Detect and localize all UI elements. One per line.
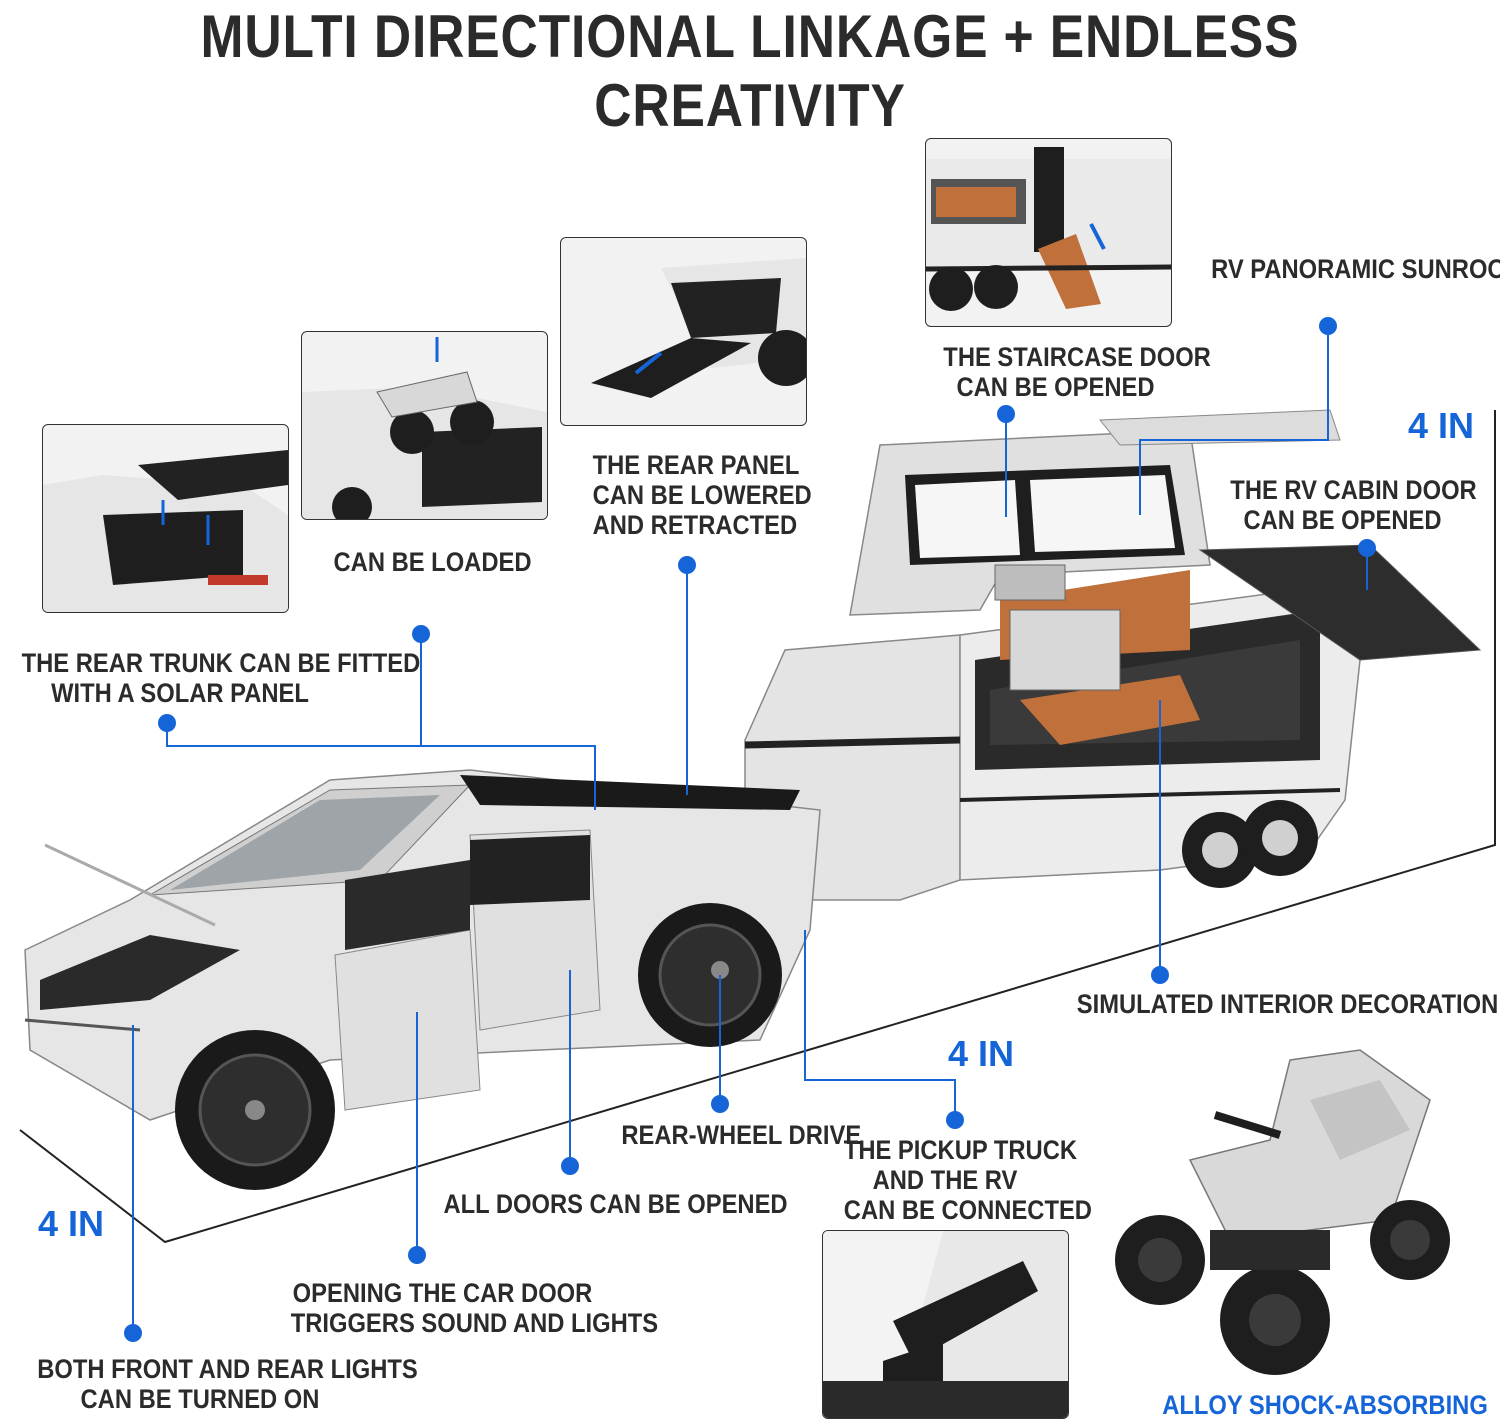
solar-panel-photo — [43, 450, 288, 612]
inset-staircase — [925, 138, 1172, 327]
dimension-length: 4 IN — [38, 1203, 105, 1244]
rear-panel-photo — [591, 258, 806, 398]
inset-load-atv — [301, 331, 548, 520]
rv-trailer — [744, 409, 1482, 901]
inset-solar-panel — [42, 424, 289, 613]
callout-dots — [124, 317, 1376, 1342]
label-rear-trunk: THE REAR TRUNK CAN BE FITTED WITH A SOLA… — [21, 648, 421, 708]
pickup-truck — [24, 769, 821, 1190]
label-sound-lights: OPENING THE CAR DOOR TRIGGERS SOUND AND … — [290, 1278, 659, 1338]
label-loaded: CAN BE LOADED — [333, 547, 532, 577]
label-rear-panel: THE REAR PANEL CAN BE LOWERED AND RETRAC… — [592, 450, 812, 540]
label-interior: SIMULATED INTERIOR DECORATION — [1076, 989, 1499, 1019]
label-connected: THE PICKUP TRUCK AND THE RV CAN BE CONNE… — [843, 1135, 1092, 1225]
page-title: MULTI DIRECTIONAL LINKAGE + ENDLESS CREA… — [200, 3, 1300, 139]
staircase-photo — [926, 147, 1171, 311]
atv-illustration — [1115, 1049, 1450, 1375]
dimension-height: 4 IN — [1408, 405, 1475, 446]
load-atv-photo — [302, 337, 547, 519]
label-lights: BOTH FRONT AND REAR LIGHTS CAN BE TURNED… — [37, 1354, 418, 1414]
label-rv-sunroof: RV PANORAMIC SUNROOF — [1211, 254, 1500, 284]
inset-rear-panel — [560, 237, 807, 426]
label-staircase: THE STAIRCASE DOOR CAN BE OPENED — [943, 342, 1211, 402]
label-doors: ALL DOORS CAN BE OPENED — [443, 1189, 788, 1219]
callout-lines — [132, 326, 1368, 1333]
dimension-width: 4 IN — [948, 1033, 1015, 1074]
label-alloy: ALLOY SHOCK-ABSORBING — [1162, 1390, 1488, 1420]
hitch-photo — [823, 1231, 1068, 1418]
inset-hitch — [822, 1230, 1069, 1419]
floor-outline — [19, 410, 1496, 1244]
label-cabin-door: THE RV CABIN DOOR CAN BE OPENED — [1230, 475, 1477, 535]
label-rear-wheel: REAR-WHEEL DRIVE — [621, 1120, 862, 1150]
